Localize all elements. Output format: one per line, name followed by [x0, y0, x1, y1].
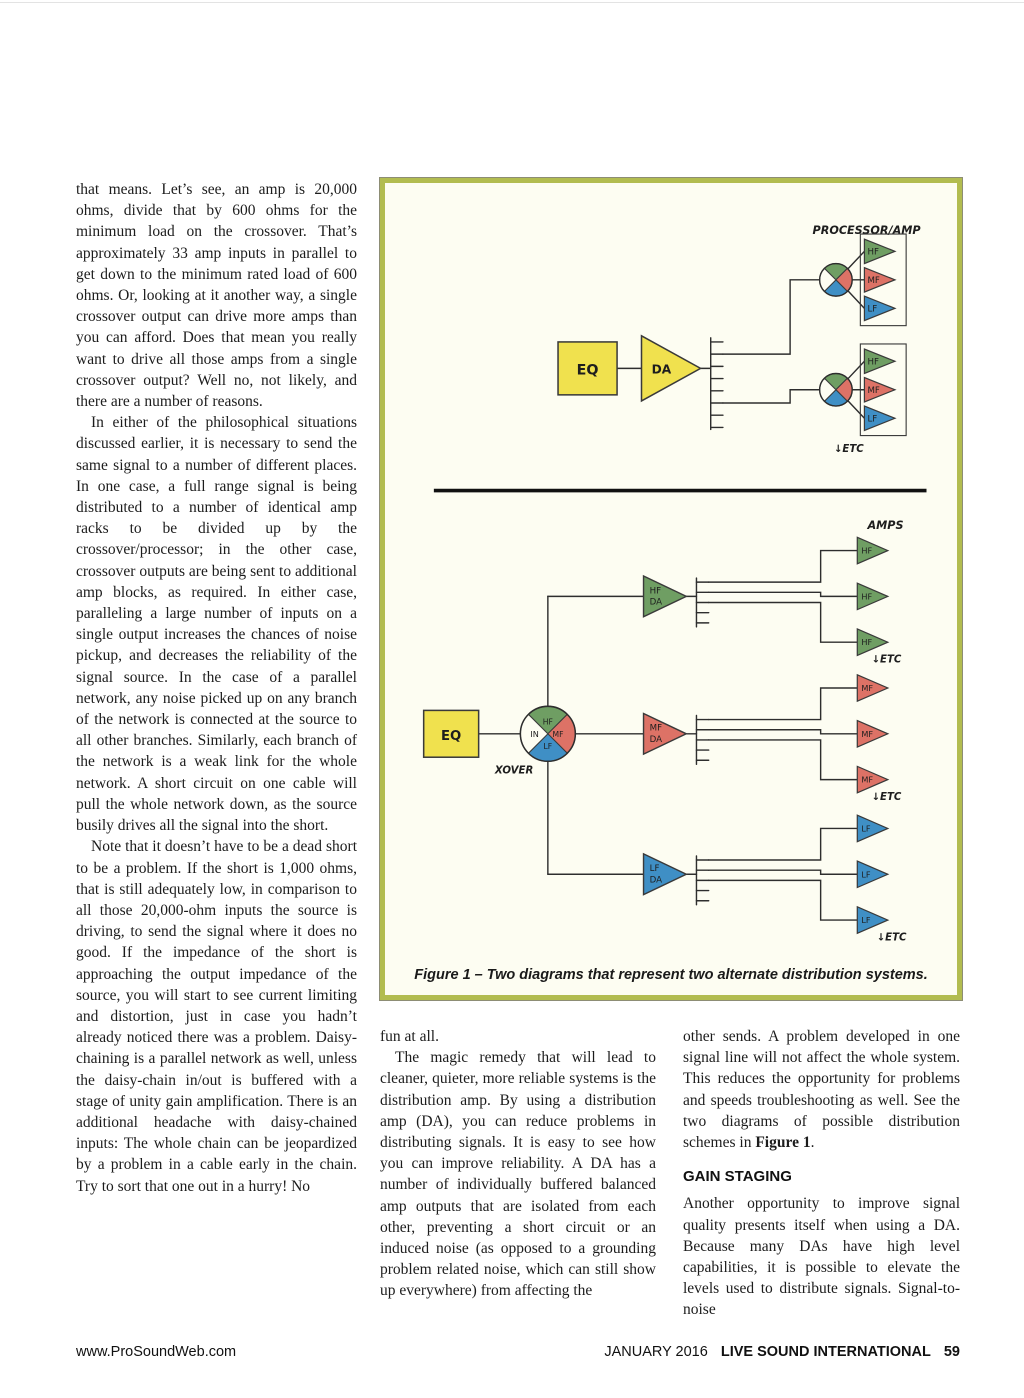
body-paragraph: The magic remedy that will lead to clean… — [380, 1049, 656, 1300]
article-column-2: fun at all. The magic remedy that will l… — [380, 1026, 656, 1302]
mf-amp-triangle — [856, 673, 890, 703]
da-label-top: DA — [652, 362, 672, 376]
xover-label: XOVER — [494, 766, 533, 777]
figure-reference: Figure 1 — [755, 1134, 811, 1152]
hf-amp-triangle — [863, 348, 897, 375]
bottom-wires — [477, 549, 858, 921]
bottom-diagram: AMPS — [422, 519, 907, 943]
paragraph-text: . — [810, 1134, 815, 1152]
lf-label: LF — [861, 824, 871, 834]
mf-amp-triangle — [856, 765, 890, 794]
paragraph-text: other sends. A problem developed in one … — [683, 1028, 960, 1152]
crossover-pie-2 — [818, 372, 853, 407]
hf-amp-triangle — [863, 238, 897, 265]
hf-sector-label: HF — [543, 718, 553, 727]
footer-right: JANUARY 2016 LIVE SOUND INTERNATIONAL 59 — [595, 1344, 960, 1360]
in-label: IN — [530, 729, 538, 739]
lf-label: LF — [861, 869, 871, 879]
footer-page-number: 59 — [943, 1344, 960, 1360]
lf-amp-group: LF LF LF ↓ETC — [856, 814, 907, 943]
hf-label: HF — [867, 357, 878, 367]
mf-label: MF — [867, 276, 879, 286]
mf-label: MF — [861, 729, 873, 739]
eq-label-bottom: EQ — [441, 729, 461, 744]
mf-label: MF — [861, 775, 873, 785]
footer-date: JANUARY 2016 — [604, 1344, 708, 1360]
etc-label: ↓ETC — [872, 792, 902, 803]
hf-amp-triangle — [856, 628, 890, 657]
body-paragraph: In either of the philosophical situation… — [76, 414, 357, 835]
footer-magazine-title: LIVE SOUND INTERNATIONAL — [720, 1344, 931, 1360]
eq-box-bottom: EQ — [422, 709, 480, 758]
section-heading-gain-staging: GAIN STAGING — [683, 1168, 792, 1186]
da-triangle-top: DA — [640, 334, 703, 403]
footer-website: www.ProSoundWeb.com — [76, 1344, 237, 1360]
body-paragraph: Another opportunity to improve signal qu… — [683, 1195, 960, 1319]
body-paragraph: Note that it doesn’t have to be a dead s… — [76, 838, 357, 1195]
xover-circle: HF MF LF IN — [519, 705, 577, 763]
hf-label: HF — [861, 591, 872, 601]
page-footer: www.ProSoundWeb.com JANUARY 2016 LIVE SO… — [76, 1344, 960, 1360]
body-paragraph: fun at all. — [380, 1028, 439, 1045]
lf-label: LF — [867, 304, 877, 314]
hf-amp-group: HF HF HF ↓ETC — [856, 536, 902, 666]
hf-amp-triangle — [856, 582, 890, 611]
mf-amp-triangle — [863, 266, 897, 293]
da-label: DA — [650, 875, 663, 885]
lf-label: LF — [867, 414, 877, 424]
hf-label: HF — [861, 546, 872, 556]
eq-label-top: EQ — [577, 363, 599, 379]
lf-da-triangle: LF DA — [642, 852, 688, 896]
mf-amp-triangle — [863, 376, 897, 403]
figure-caption: Figure 1 – Two diagrams that represent t… — [414, 967, 928, 983]
mf-da-triangle: MF DA — [642, 712, 688, 756]
processor-amp-label: PROCESSOR/AMP — [813, 224, 922, 237]
hf-label: HF — [650, 586, 661, 596]
body-paragraph: other sends. A problem developed in one … — [683, 1026, 960, 1153]
mf-amp-triangle — [856, 719, 890, 748]
mf-label: MF — [861, 683, 873, 693]
mf-label: MF — [650, 724, 662, 734]
lf-amp-triangle — [856, 905, 890, 935]
top-wires — [616, 250, 866, 431]
hf-amp-triangle — [856, 536, 890, 565]
etc-label: ↓ETC — [834, 444, 864, 455]
mf-sector-label: MF — [553, 730, 564, 739]
da-label: DA — [650, 735, 663, 745]
figure-1: PROCESSOR/AMP — [379, 177, 963, 1001]
top-diagram: PROCESSOR/AMP — [557, 224, 922, 455]
amps-label: AMPS — [866, 519, 903, 532]
lf-sector-label: LF — [544, 742, 553, 751]
body-paragraph: that means. Let’s see, an amp is 20,000 … — [76, 181, 357, 411]
eq-box-top: EQ — [557, 341, 618, 396]
amp-rack-2: HF MF LF — [859, 343, 907, 437]
amp-rack-1: HF MF LF — [859, 233, 907, 327]
lf-label: LF — [861, 915, 871, 925]
mf-label: MF — [867, 386, 879, 396]
etc-label: ↓ETC — [877, 932, 907, 943]
lf-label: LF — [650, 864, 660, 874]
article-column-1: that means. Let’s see, an amp is 20,000 … — [76, 179, 357, 1197]
etc-label: ↓ETC — [872, 655, 902, 666]
hf-label: HF — [867, 247, 878, 257]
crossover-pie-1 — [818, 262, 853, 297]
article-column-3: other sends. A problem developed in one … — [683, 1026, 960, 1321]
hf-da-triangle: HF DA — [642, 574, 688, 618]
lf-amp-triangle — [863, 405, 897, 432]
hf-label: HF — [861, 637, 872, 647]
lf-amp-triangle — [863, 295, 897, 322]
page-top-edge — [0, 2, 1024, 3]
distribution-diagrams: PROCESSOR/AMP — [422, 224, 927, 943]
da-label: DA — [650, 598, 663, 608]
lf-amp-triangle — [856, 814, 890, 843]
lf-amp-triangle — [856, 860, 890, 889]
mf-amp-group: MF MF MF ↓ETC — [856, 673, 902, 803]
